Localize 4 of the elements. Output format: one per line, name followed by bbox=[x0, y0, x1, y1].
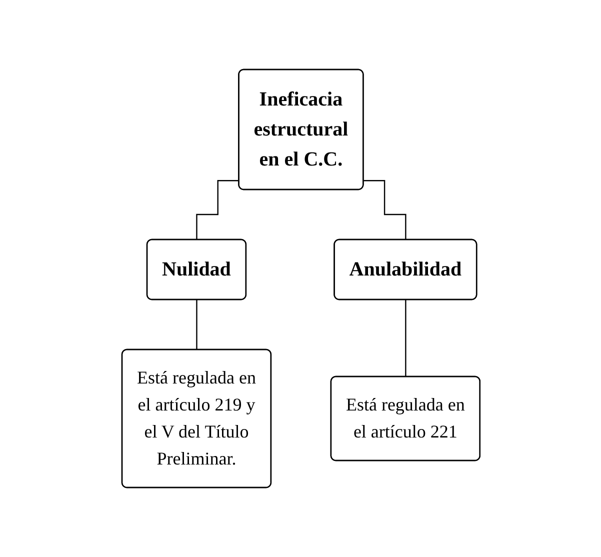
connector bbox=[363, 180, 406, 241]
connector bbox=[196, 180, 239, 241]
connector bbox=[404, 299, 406, 378]
connector bbox=[196, 299, 198, 351]
